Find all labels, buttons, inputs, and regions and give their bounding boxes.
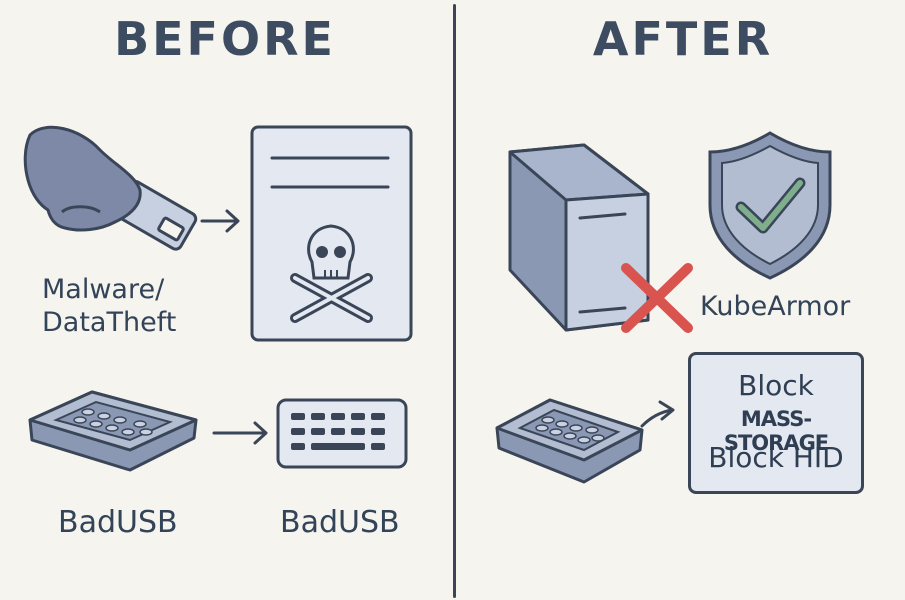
arrow-right-icon <box>212 421 268 445</box>
badusb-device-icon <box>28 390 198 472</box>
before-title: BEFORE <box>114 12 336 66</box>
policy-line-block: Block <box>738 369 814 402</box>
infected-document-icon <box>250 125 413 342</box>
center-divider <box>453 4 456 598</box>
red-x-icon <box>621 263 693 333</box>
badusb-left-label: BadUSB <box>58 505 178 540</box>
shield-check-icon <box>708 131 832 280</box>
policy-line-block-hid: Block HID <box>708 441 844 474</box>
hand-usb-stick-icon <box>23 125 198 251</box>
arrow-right-icon <box>200 209 240 233</box>
after-title: AFTER <box>592 12 774 66</box>
badusb-device-icon <box>495 398 644 484</box>
keyboard-icon <box>276 398 408 469</box>
policy-panel: Block MASS-STORAGE Block HID <box>688 352 864 494</box>
policy-line-mass-storage: MASS-STORAGE <box>723 407 829 455</box>
skull-crossbones-icon <box>290 224 373 323</box>
badusb-right-label: BadUSB <box>280 505 400 540</box>
kubearmor-label: KubeArmor <box>700 291 851 322</box>
server-box-icon <box>508 143 650 332</box>
malware-label-line1: Malware/ <box>42 274 165 305</box>
arrow-right-icon <box>640 400 675 428</box>
malware-label-line2: DataTheft <box>42 307 177 338</box>
